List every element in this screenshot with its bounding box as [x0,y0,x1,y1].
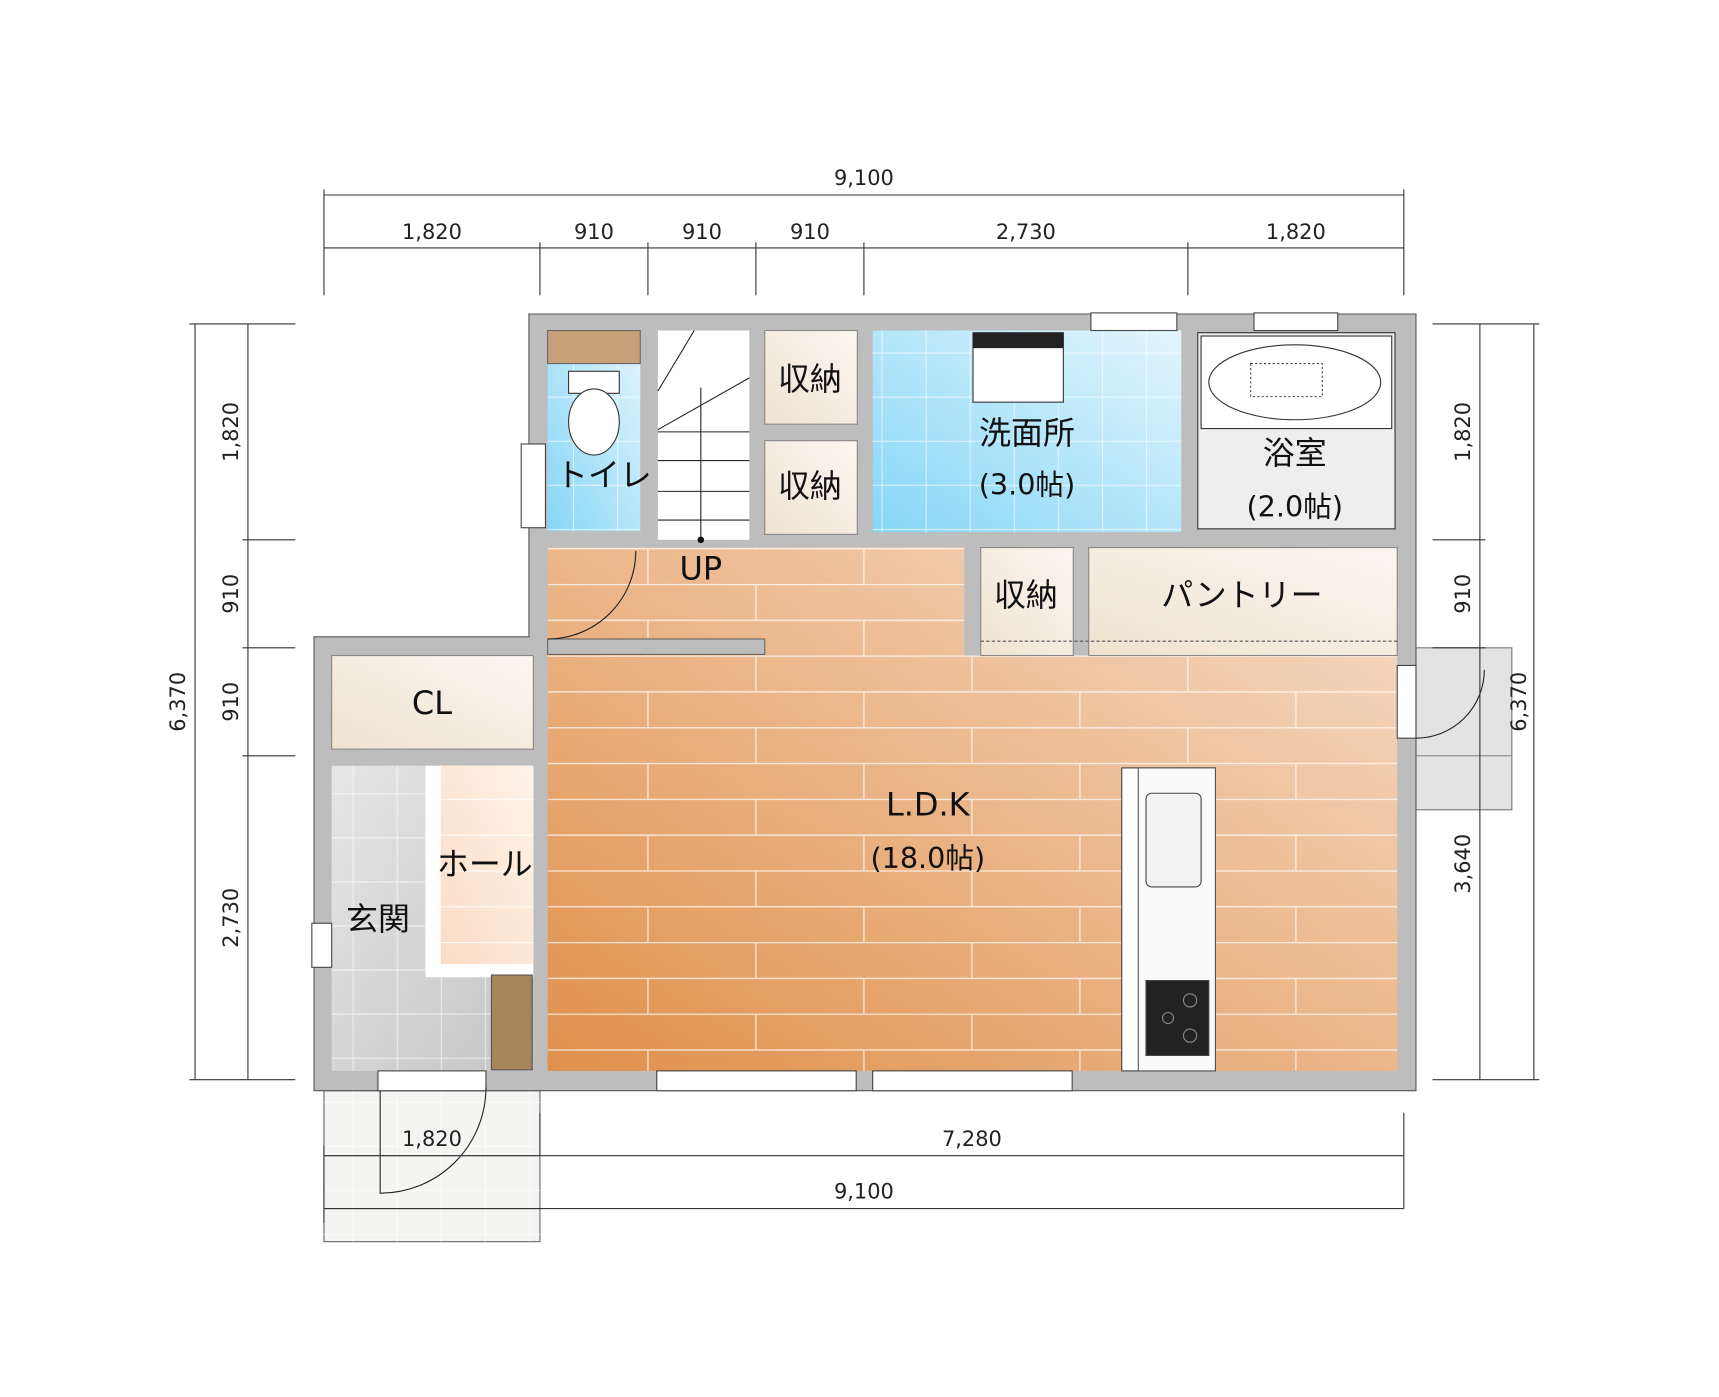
label-stairs-up: UP [680,550,723,588]
hall-partition-wall [547,638,766,655]
kitchen-counter [1121,767,1216,1072]
bathtub-icon [1208,344,1382,421]
label-storage-3: 収納 [994,576,1058,614]
dim-left-segment: 1,820 [219,402,243,462]
storage-2-room [764,440,858,535]
label-entrance: 玄関 [346,900,410,938]
dim-left-segment: 910 [219,682,243,722]
dim-bottom-segment: 7,280 [942,1127,1002,1151]
dim-top-segment: 910 [682,220,722,244]
dim-top-segment: 1,820 [402,220,462,244]
closet-room [331,654,534,750]
storage-1-room [764,329,858,425]
stove-icon [1145,979,1210,1057]
stairs [657,330,750,544]
label-toilet: トイレ [556,456,652,494]
dim-right-overall: 6,370 [1507,672,1531,732]
bathroom-room [1197,332,1396,530]
label-bathroom-size: (2.0帖) [1247,490,1343,524]
door-swings [379,550,1485,1194]
hall-room [440,765,534,965]
label-storage-1: 収納 [778,360,842,398]
windows [311,312,1417,1092]
dim-left-overall: 6,370 [166,672,190,732]
dim-right-segment: 1,820 [1451,402,1475,462]
sink-icon [1145,792,1202,888]
label-washroom: 洗面所 [979,414,1075,452]
dim-top-segment: 910 [790,220,830,244]
dim-left-segment: 910 [219,574,243,614]
dim-bottom-overall: 9,100 [834,1180,894,1204]
toilet-room [547,329,641,532]
dim-top-overall: 9,100 [834,166,894,190]
side-step [1415,647,1513,811]
pantry-room [980,547,1398,657]
dimension-labels: 9,100 1,820 910 910 910 2,730 1,820 6,37… [166,166,1531,1204]
label-storage-2: 収納 [778,467,842,505]
label-hall: ホール [437,845,533,883]
shoe-cabinet [490,974,533,1071]
dimension-lines [189,189,1540,1223]
room-labels: トイレ 収納 収納 洗面所 (3.0帖) 浴室 (2.0帖) UP 収納 パント… [346,360,1343,938]
dim-right-segment: 3,640 [1451,834,1475,894]
dim-right-segment: 910 [1451,574,1475,614]
dim-top-segment: 910 [574,220,614,244]
label-pantry: パントリー [1161,576,1322,614]
storage-3-room [980,547,1074,657]
porch [323,1090,541,1243]
label-ldk: L.D.K [886,785,971,823]
dim-bottom-segment: 1,820 [402,1127,462,1151]
washroom-room [872,330,1182,533]
dim-left-segment: 2,730 [219,888,243,948]
label-washroom-size: (3.0帖) [979,468,1075,502]
label-ldk-size: (18.0帖) [870,841,985,875]
dim-top-segment: 1,820 [1266,220,1326,244]
dim-top-segment: 2,730 [996,220,1056,244]
label-closet: CL [412,684,452,722]
label-bathroom: 浴室 [1263,434,1327,472]
